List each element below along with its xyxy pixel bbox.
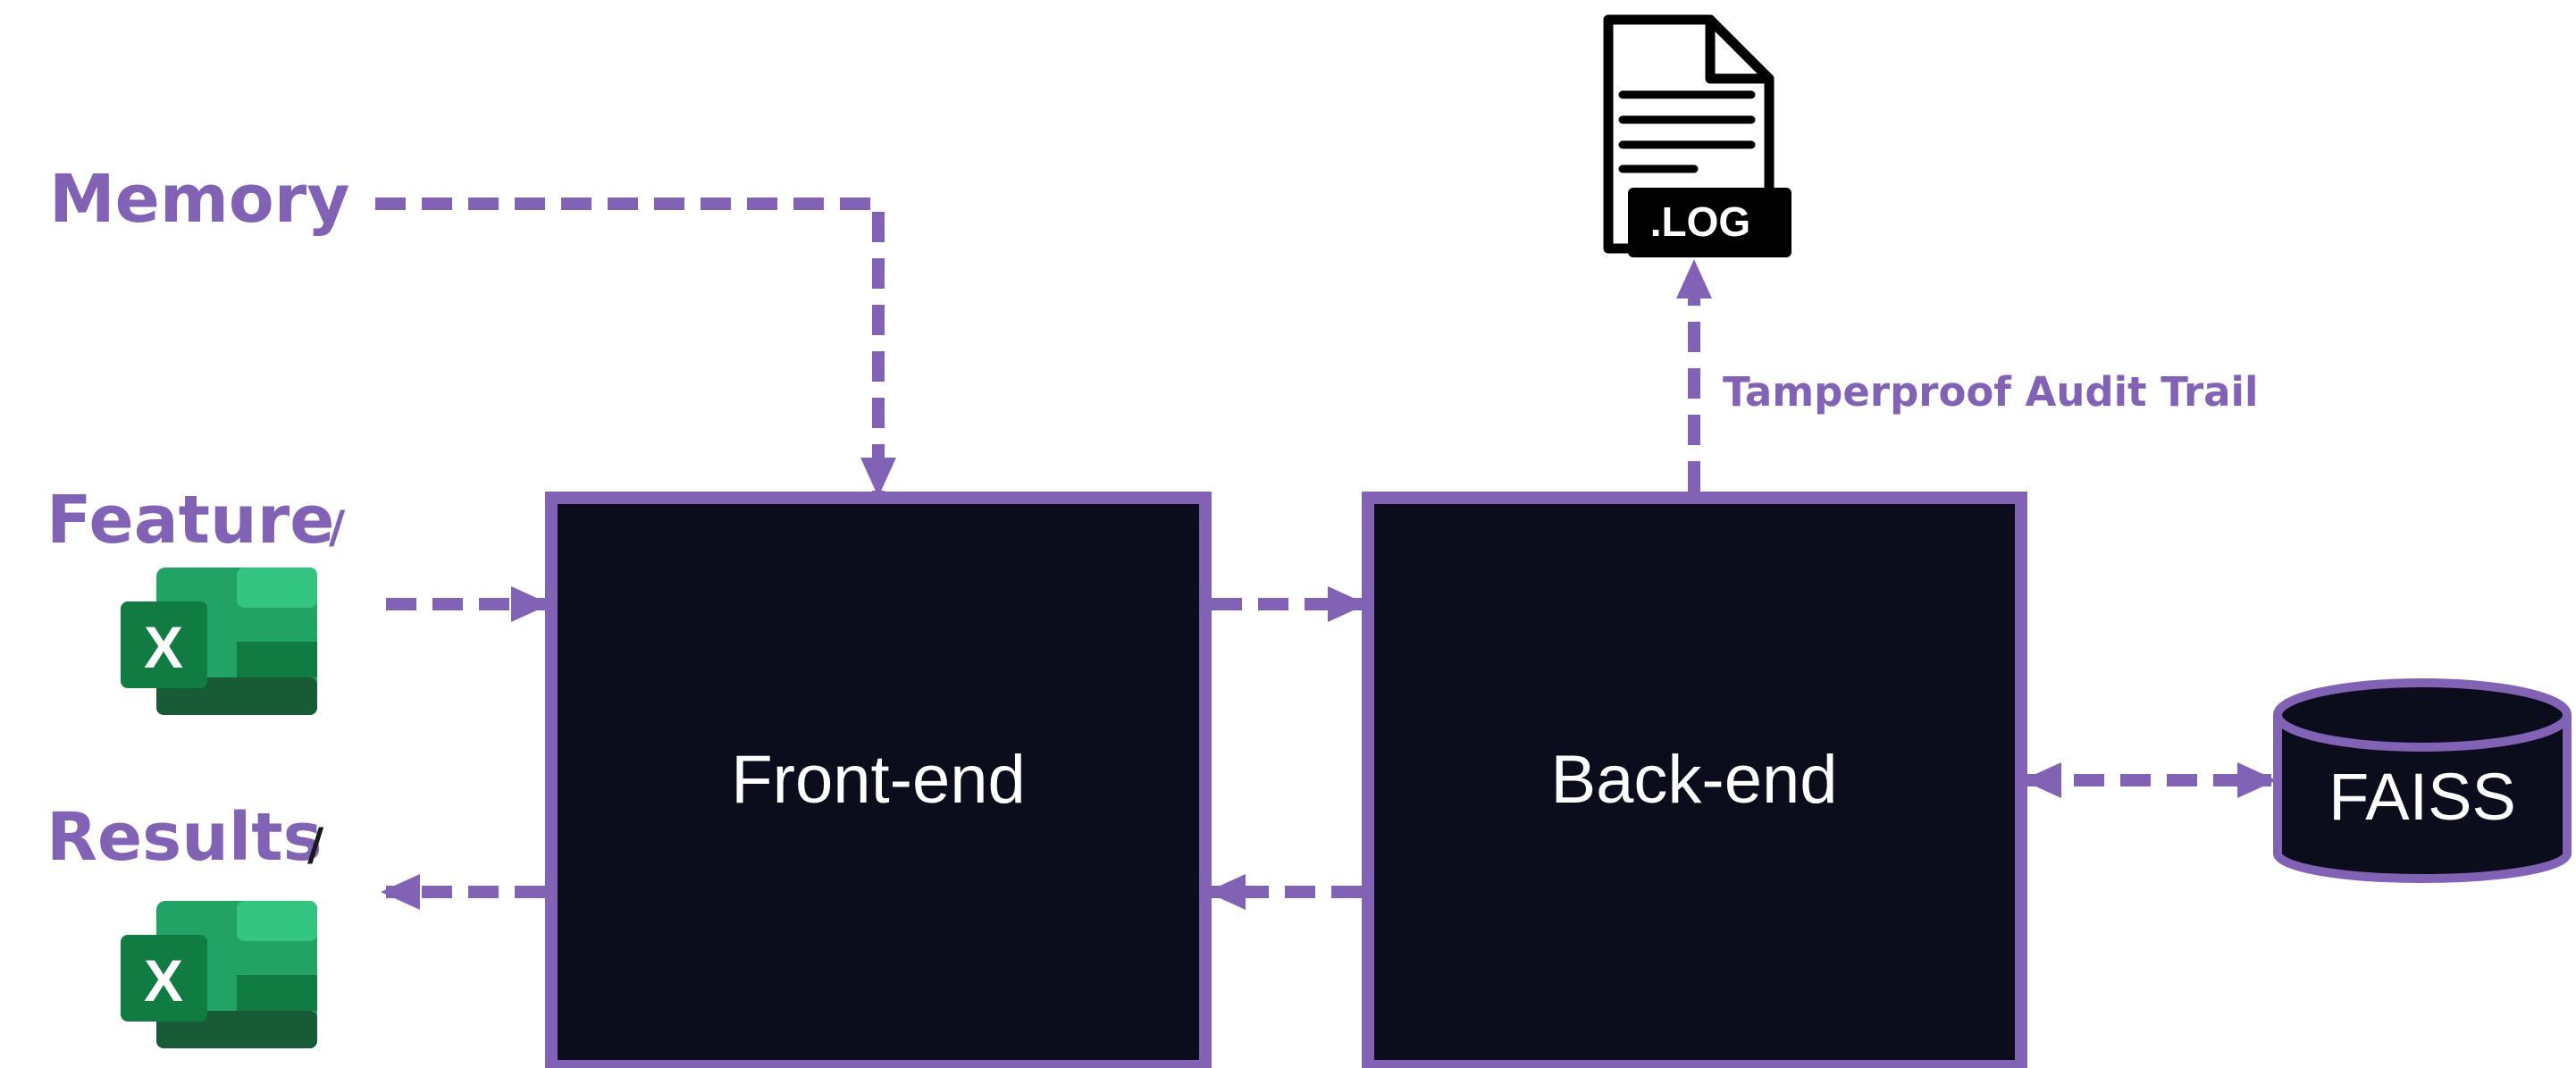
- frontend-label: Front-end: [731, 742, 1026, 818]
- excel-glyph: X: [144, 614, 183, 680]
- backend-box: Back-end: [1362, 492, 2027, 1068]
- feature-slash: /: [329, 501, 346, 553]
- memory-to-frontend-arrow: [375, 198, 896, 497]
- log-file-icon: .LOG: [1603, 14, 1791, 257]
- memory-label: Memory: [49, 161, 350, 238]
- excel-glyph: X: [144, 947, 183, 1013]
- feature-label: Feature: [46, 482, 334, 559]
- audit-trail-label: Tamperproof Audit Trail: [1723, 368, 2258, 416]
- excel-icon: X: [121, 901, 317, 1048]
- faiss-label: FAISS: [2328, 760, 2516, 834]
- log-extension-label: .LOG: [1650, 198, 1750, 245]
- results-slash: /: [307, 819, 324, 870]
- backend-label: Back-end: [1550, 742, 1837, 818]
- faiss-database: FAISS: [2273, 678, 2572, 883]
- frontend-box: Front-end: [545, 492, 1212, 1068]
- results-label: Results: [46, 799, 323, 876]
- excel-icon: X: [121, 568, 317, 715]
